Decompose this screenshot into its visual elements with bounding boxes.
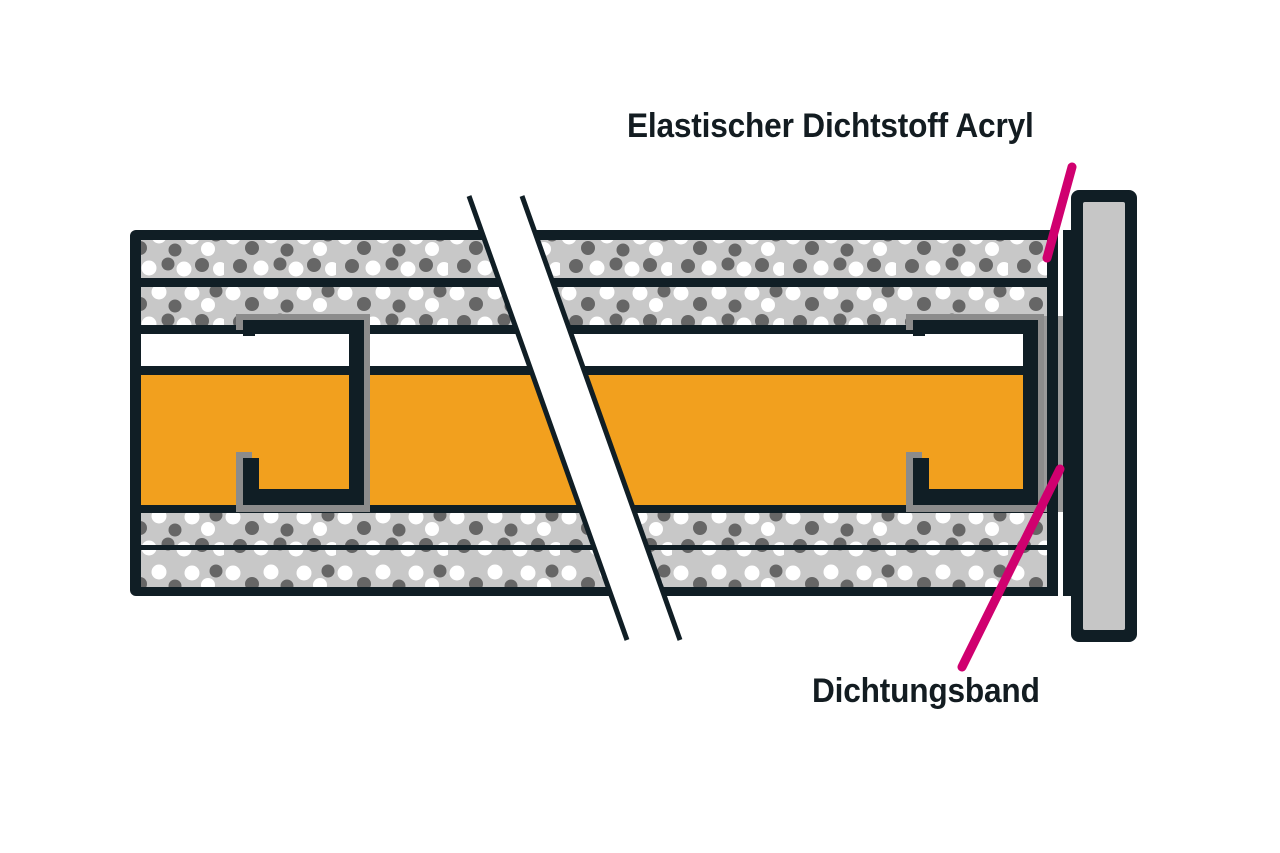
- adjoining-wall: [1071, 190, 1137, 642]
- label-elastischer-dichtstoff-acryl: Elastischer Dichtstoff Acryl: [627, 107, 1034, 145]
- gypsum-board-outer-top: [141, 240, 1047, 278]
- leader-line-dichtungsband: [957, 464, 1065, 672]
- metal-stud-profile-right: [906, 314, 1044, 512]
- profile-right-void: [925, 334, 1023, 366]
- leader-line-acryl: [1042, 162, 1077, 263]
- profile-left-dark-body: [243, 320, 364, 505]
- metal-stud-profile-left: [236, 314, 370, 512]
- adjoining-wall-fill: [1083, 202, 1125, 630]
- leader-lines: [957, 162, 1077, 672]
- profile-left-void: [255, 334, 349, 366]
- gypsum-board-outer-bottom: [141, 549, 1047, 587]
- label-dichtungsband: Dichtungsband: [812, 672, 1040, 710]
- break-line-symbol: [466, 195, 683, 641]
- profile-right-dark-body: [913, 320, 1038, 505]
- break-line-right: [519, 195, 683, 641]
- partition-right-edge: [1047, 230, 1058, 596]
- partition-right-edge-outer: [1063, 230, 1071, 596]
- break-line-left: [466, 195, 630, 641]
- break-band-fill: [469, 196, 680, 640]
